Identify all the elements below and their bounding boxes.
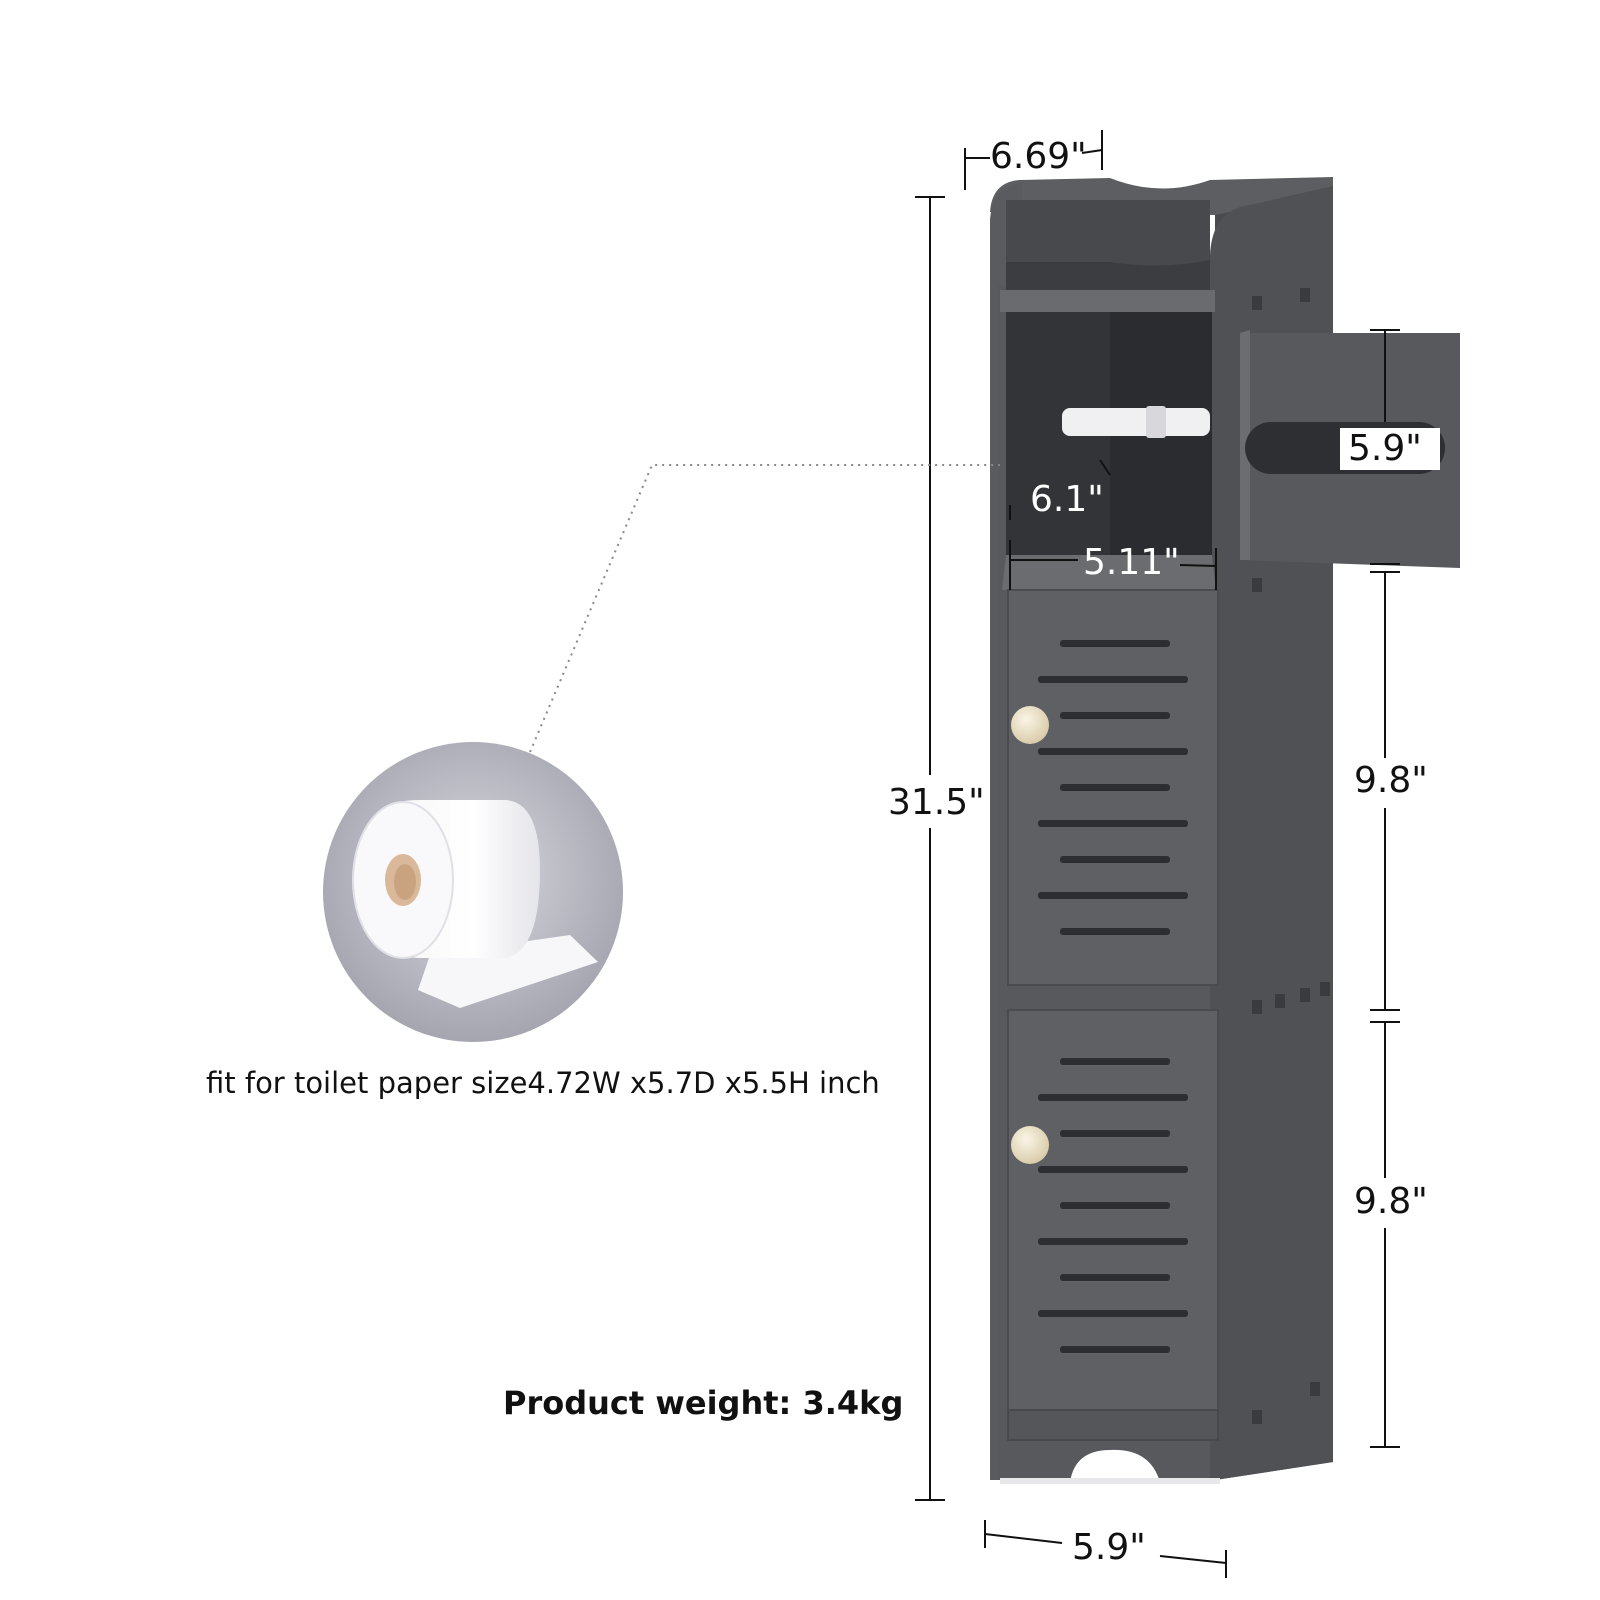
inner-width-label: 5.11" — [1083, 542, 1180, 583]
lower-door-height-label: 9.8" — [1354, 1181, 1428, 1222]
side-drawer-edge — [1240, 330, 1250, 560]
product-weight-label: Product weight: 3.4kg — [503, 1384, 904, 1422]
side-notches — [1252, 288, 1330, 1424]
upper-door-knob — [1011, 706, 1049, 744]
width-label: 5.9" — [1072, 1527, 1146, 1568]
base-shadow — [1000, 1478, 1220, 1484]
toilet-paper-size-caption: fit for toilet paper size4.72W x5.7D x5.… — [206, 1066, 880, 1100]
inner-depth-label: 6.1" — [1030, 479, 1104, 520]
lower-door — [1007, 1009, 1219, 1411]
roll-core-hole — [394, 864, 416, 900]
total-height-label: 31.5" — [888, 782, 985, 823]
open-compartment-back — [1110, 312, 1212, 570]
drawer-height-label: 5.9" — [1348, 428, 1422, 469]
bathroom-cabinet-icon — [990, 177, 1460, 1484]
base-arch — [1070, 1449, 1160, 1482]
upper-door-height-label: 9.8" — [1354, 760, 1428, 801]
dimension-lines — [915, 130, 1400, 1578]
upper-door-louvers — [1038, 640, 1188, 935]
cabinet-plinth — [1007, 1409, 1219, 1441]
paper-holder-bar-end — [1146, 406, 1166, 438]
toilet-paper-roll-icon — [323, 742, 623, 1042]
compartment-floor — [1002, 555, 1216, 590]
top-shelf-back — [1006, 200, 1210, 266]
depth-label: 6.69" — [990, 136, 1087, 177]
paper-holder-bar — [1062, 408, 1210, 436]
lower-door-louvers — [1038, 1058, 1188, 1353]
lower-door-knob — [1011, 1126, 1049, 1164]
drawer-slot-label-bg — [1340, 428, 1440, 470]
shelf-board — [1000, 290, 1215, 312]
